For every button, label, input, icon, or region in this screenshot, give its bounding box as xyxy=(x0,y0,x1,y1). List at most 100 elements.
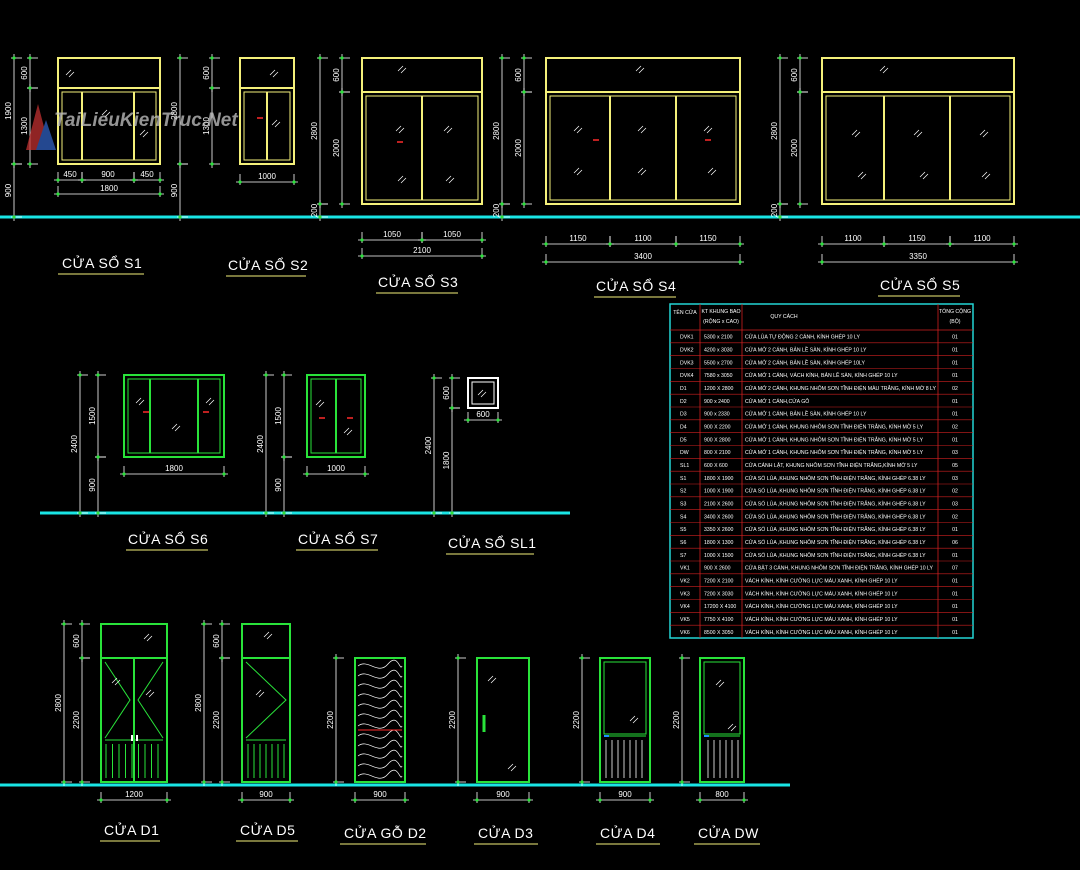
table-cell-count: 01 xyxy=(952,553,958,559)
glass-hatch xyxy=(882,67,889,74)
dimension-marker xyxy=(240,798,244,802)
table-cell-size: 900 x 2400 xyxy=(704,399,730,405)
dim-dw-mid: 2200 xyxy=(672,711,681,729)
dim-d2-mid: 2200 xyxy=(326,711,335,729)
dimension-marker xyxy=(202,780,206,784)
glass-hatch xyxy=(395,125,402,132)
label-d4: CỬA D4 xyxy=(600,824,655,841)
table-header-count: TỔNG CỘNG xyxy=(939,308,971,315)
dimension-marker xyxy=(360,238,364,242)
glass-hatch xyxy=(922,173,929,180)
glass-hatch xyxy=(510,765,517,772)
label-d5: CỬA D5 xyxy=(240,821,295,838)
dim-d1-top: 600 xyxy=(72,634,81,648)
dimension-marker xyxy=(62,780,66,784)
dim-s4-w1: 1150 xyxy=(569,234,587,243)
table-cell-spec: CỬA SỔ LÙA ,KHUNG NHÔM SƠN TĨNH ĐIỆN TRẮ… xyxy=(745,474,926,482)
glass-hatch xyxy=(879,65,886,72)
dim-s4-top: 600 xyxy=(514,68,523,82)
dimension-marker xyxy=(318,202,322,206)
dimension-marker xyxy=(158,192,162,196)
dimension-marker xyxy=(742,798,746,802)
glass-hatch xyxy=(854,131,861,138)
window-s6 xyxy=(123,374,225,458)
dim-s7-width: 1000 xyxy=(327,464,345,473)
glass-hatch xyxy=(857,171,864,178)
wood-grain xyxy=(357,719,403,729)
table-cell-count: 02 xyxy=(952,386,958,392)
table-cell-size: 3350 X 2600 xyxy=(704,527,734,533)
table-cell-count: 01 xyxy=(952,591,958,597)
dim-d4-mid: 2200 xyxy=(572,711,581,729)
table-cell-spec: VÁCH KÍNH, KÍNH CƯỜNG LỰC MÀU XANH, KÍNH… xyxy=(745,590,898,597)
dim-s4-w2: 1100 xyxy=(634,234,652,243)
dimension-marker xyxy=(496,418,500,422)
table-cell-spec: CỬA SỔ LÙA ,KHUNG NHÔM SƠN TĨNH ĐIỆN TRẮ… xyxy=(745,500,926,508)
dimension-marker xyxy=(80,622,84,626)
dim-s2-top: 600 xyxy=(202,66,211,80)
table-header-size-sub: (RỘNG x CAO) xyxy=(703,318,739,325)
label-d2: CỬA GỖ D2 xyxy=(344,824,427,841)
glass-hatch xyxy=(640,169,647,176)
table-cell-size: 5500 x 2700 xyxy=(704,360,733,366)
dimension-marker xyxy=(544,242,548,246)
dimension-marker xyxy=(12,162,16,166)
glass-hatch xyxy=(272,71,279,78)
table-cell-name: D5 xyxy=(680,437,687,443)
table-cell-count: 01 xyxy=(952,373,958,379)
table-cell-size: 8500 X 3050 xyxy=(704,630,734,636)
table-header-count-sub: (BỘ) xyxy=(950,318,961,325)
table-cell-spec: CỬA SỔ LÙA ,KHUNG NHÔM SƠN TĨNH ĐIỆN TRẮ… xyxy=(745,487,926,495)
dimension-marker xyxy=(282,373,286,377)
dimension-marker xyxy=(334,780,338,784)
dimension-marker xyxy=(334,656,338,660)
table-cell-spec: CỬA SỔ LÙA ,KHUNG NHÔM SƠN TĨNH ĐIỆN TRẮ… xyxy=(745,525,926,533)
dimension-marker xyxy=(28,162,32,166)
table-cell-size: 3400 X 2600 xyxy=(704,514,734,520)
glass-hatch xyxy=(68,71,75,78)
table-cell-name: VK6 xyxy=(680,630,690,636)
dimension-marker xyxy=(500,215,504,219)
glass-hatch xyxy=(65,69,72,76)
table-cell-count: 05 xyxy=(952,463,958,469)
table-cell-size: 800 X 2100 xyxy=(704,450,731,456)
table-cell-name: D1 xyxy=(680,386,687,392)
window-sl1 xyxy=(467,377,499,409)
door-d5 xyxy=(241,623,291,783)
glass-hatch xyxy=(573,125,580,132)
glass-hatch xyxy=(258,691,265,698)
dimension-marker xyxy=(738,260,742,264)
dimension-marker xyxy=(158,178,162,182)
glass-hatch xyxy=(637,125,644,132)
dimension-marker xyxy=(264,373,268,377)
dimension-marker xyxy=(78,373,82,377)
glass-hatch xyxy=(632,717,639,724)
dimension-marker xyxy=(288,798,292,802)
glass-hatch xyxy=(979,129,986,136)
dimension-marker xyxy=(305,472,309,476)
dimension-marker xyxy=(680,656,684,660)
glass-hatch xyxy=(913,129,920,136)
glass-hatch xyxy=(635,65,642,72)
glass-hatch xyxy=(576,127,583,134)
door-d1 xyxy=(100,623,168,783)
dim-s6-sill: 900 xyxy=(88,478,97,492)
table-cell-size: 5300 x 2100 xyxy=(704,335,733,341)
dim-d1-mid: 2200 xyxy=(72,711,81,729)
dim-d2-width: 900 xyxy=(373,790,387,799)
dim-s1-mid: 1300 xyxy=(20,117,29,135)
table-cell-name: DW xyxy=(680,450,689,456)
wood-grain xyxy=(357,709,403,719)
dim-s3-w1: 1050 xyxy=(383,230,401,239)
table-cell-spec: CỬA SỔ LÙA ,KHUNG NHÔM SƠN TĨNH ĐIỆN TRẮ… xyxy=(745,551,926,559)
table-cell-count: 06 xyxy=(952,540,958,546)
table-cell-size: 7200 X 2100 xyxy=(704,579,734,585)
table-cell-count: 01 xyxy=(952,360,958,366)
dimension-marker xyxy=(680,780,684,784)
label-s6: CỬA SỔ S6 xyxy=(128,530,208,547)
dimension-marker xyxy=(363,472,367,476)
dimension-marker xyxy=(282,511,286,515)
dim-d3-mid: 2200 xyxy=(448,711,457,729)
dimension-marker xyxy=(56,178,60,182)
window-s1 xyxy=(57,57,161,165)
